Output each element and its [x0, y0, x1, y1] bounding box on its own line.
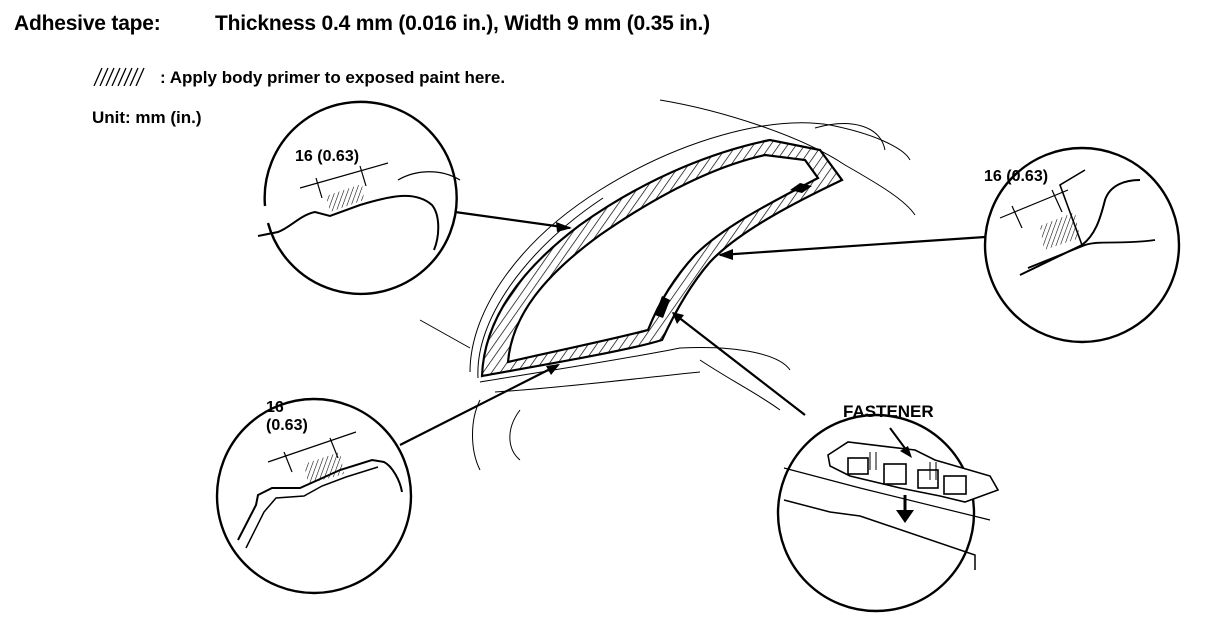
callout-bottom-left: 16 (0.63) — [215, 397, 413, 595]
adhesive-tape-label: Adhesive tape: — [14, 12, 161, 35]
callout-right: 16 (0.63) — [983, 146, 1181, 344]
dimension-text-right: 16 (0.63) — [984, 168, 1048, 185]
dimension-text-top-left: 16 (0.63) — [295, 148, 359, 165]
primer-hatch-legend-icon — [93, 67, 145, 86]
dimension-text-bottom-left-2: (0.63) — [266, 417, 308, 434]
dimension-text-bottom-left-1: 16 — [266, 399, 284, 416]
callout-bottom-right: FASTENER — [776, 402, 1000, 613]
leader-arrowheads — [546, 222, 733, 375]
callout-top-left: 16 (0.63) — [257, 100, 461, 296]
adhesive-tape-spec: Thickness 0.4 mm (0.016 in.), Width 9 mm… — [215, 12, 710, 35]
windshield-primer-band — [480, 138, 844, 378]
fastener-clip — [827, 441, 1000, 503]
fastener-label: FASTENER — [843, 402, 934, 421]
car-body-outline — [419, 99, 916, 471]
primer-legend-text: : Apply body primer to exposed paint her… — [160, 68, 506, 87]
leader-lines — [399, 210, 986, 446]
unit-label: Unit: mm (in.) — [92, 108, 202, 127]
